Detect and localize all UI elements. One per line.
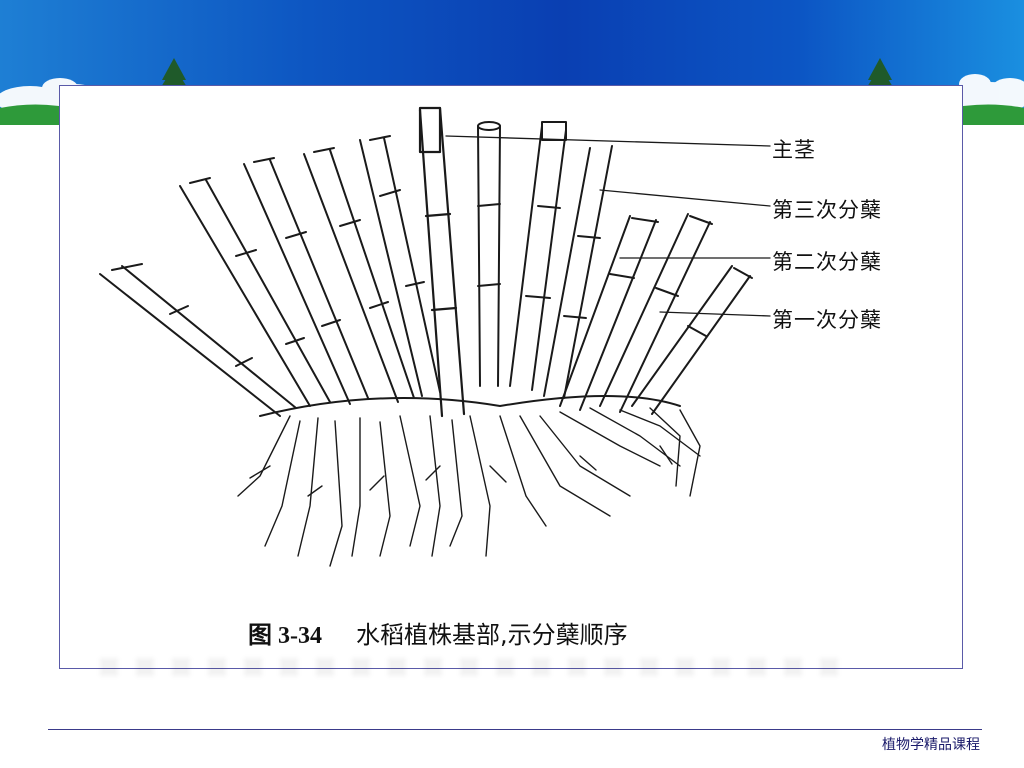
stem <box>631 265 753 415</box>
stem <box>179 177 331 407</box>
stem <box>477 121 501 387</box>
label-main-stem: 主茎 <box>772 138 816 162</box>
footer-course-name: 植物学精品课程 <box>882 737 980 753</box>
decorative-strip <box>100 658 840 676</box>
label-leaders <box>445 135 771 317</box>
stem <box>543 145 613 399</box>
label-second-tiller: 第二次分蘖 <box>772 250 882 274</box>
label-first-tiller: 第一次分蘖 <box>772 308 882 332</box>
caption-text: 水稻植株基部,示分蘖顺序 <box>356 621 628 649</box>
stem <box>559 215 659 411</box>
stem <box>243 157 369 405</box>
stem <box>99 263 297 417</box>
stem <box>599 213 713 413</box>
main-stem <box>418 106 466 418</box>
plant-base <box>259 395 681 417</box>
label-third-tiller: 第三次分蘖 <box>772 198 882 222</box>
stem <box>303 147 415 403</box>
stem <box>509 121 567 391</box>
caption-number: 图 3-34 <box>248 623 322 649</box>
footer-divider <box>48 729 982 730</box>
stem <box>359 135 441 397</box>
rice-plant-illustration <box>99 106 771 567</box>
figure-frame: 主茎 第三次分蘖 第二次分蘖 第一次分蘖 图 3-34 水稻植株基部,示分蘖顺序 <box>59 85 963 669</box>
figure-caption: 图 3-34 水稻植株基部,示分蘖顺序 <box>248 615 628 650</box>
root-system <box>237 407 701 567</box>
